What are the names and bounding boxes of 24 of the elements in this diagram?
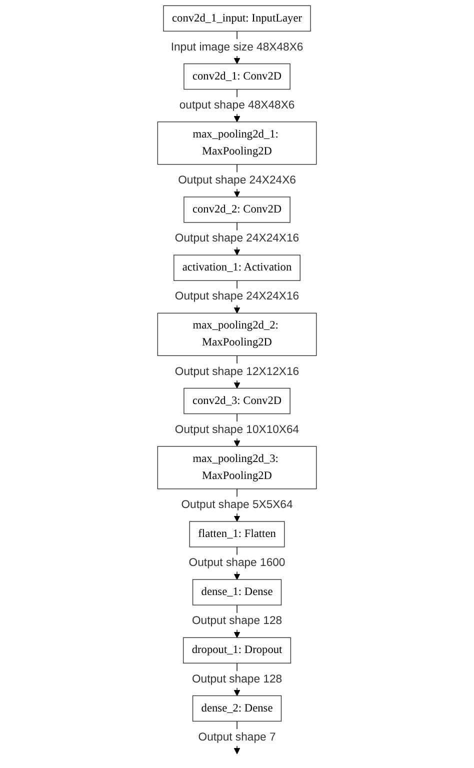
node-box: flatten_1: Flatten [189, 521, 285, 548]
edge-label: Output shape 128 [192, 614, 282, 628]
node-box: conv2d_1_input: InputLayer [163, 5, 311, 32]
node-box: activation_1: Activation [174, 254, 300, 281]
edge-label: Output shape 24X24X6 [178, 174, 296, 186]
edge-label: Output shape 1600 [188, 556, 286, 569]
node-box: conv2d_1: Conv2D [184, 63, 290, 90]
edge-label: Input image size 48X48X6 [170, 41, 304, 54]
node-box: max_pooling2d_3: MaxPooling2D [157, 446, 317, 490]
node-box: max_pooling2d_1: MaxPooling2D [157, 122, 317, 165]
edge-label: Output shape 5X5X64 [181, 498, 293, 511]
edge-label: Output shape 24X24X16 [174, 232, 300, 244]
node-box: dropout_1: Dropout [182, 637, 292, 664]
node-box: conv2d_2: Conv2D [184, 196, 290, 223]
edge-label: Output shape 24X24X16 [174, 290, 300, 303]
edge-label: output shape 48X48X6 [179, 99, 295, 112]
edge-label: Output shape 7 [198, 731, 276, 744]
edge-label: Output shape 128 [192, 673, 282, 686]
node-box: max_pooling2d_2: MaxPooling2D [157, 312, 317, 356]
edge-label: Output shape 12X12X16 [174, 366, 300, 378]
edge-label: Output shape 10X10X64 [174, 424, 300, 436]
node-box: dense_2: Dense [192, 695, 282, 722]
node-box: conv2d_3: Conv2D [184, 388, 290, 414]
node-box: dense_1: Dense [192, 579, 282, 606]
